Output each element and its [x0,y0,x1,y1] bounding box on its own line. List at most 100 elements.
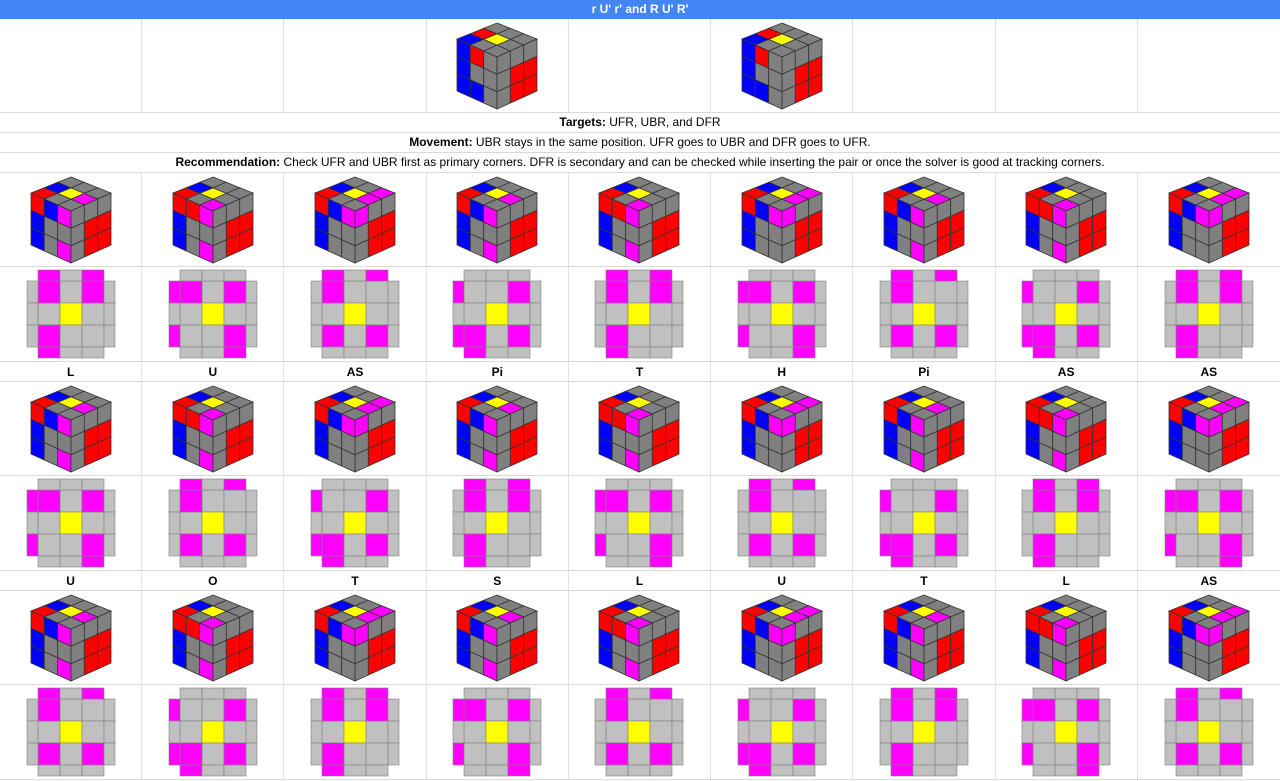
sticker [912,555,936,568]
sticker [201,346,225,359]
sticker [485,302,509,326]
sticker [1164,302,1177,326]
sticker [523,435,538,461]
sticker [168,489,181,513]
sticker [1076,533,1100,557]
sticker [37,698,60,722]
sticker [463,346,487,359]
sticker [1197,687,1221,700]
sticker [81,742,104,766]
sticker [179,533,203,557]
sticker [748,269,772,282]
sticker [650,720,673,744]
sticker [1197,489,1221,513]
sticker [81,533,104,557]
sticker [814,511,827,535]
case-top-view-cell [711,267,854,361]
cube-image [455,175,539,265]
sticker [81,764,104,777]
sticker [321,720,345,744]
sticker [59,346,82,359]
sticker [665,435,680,461]
sticker [381,644,396,670]
sticker [956,533,969,557]
sticker [792,742,816,766]
sticker [463,720,487,744]
sticker [665,226,680,252]
sticker [1098,489,1111,513]
sticker [956,720,969,744]
cube-image [597,593,681,683]
sticker [606,533,629,557]
sticker [1175,742,1199,766]
sticker [770,533,794,557]
sticker [890,269,914,282]
sticker [770,280,794,304]
sticker [595,511,607,535]
sticker [748,764,772,777]
top-view-image [450,267,544,361]
sticker [650,555,673,568]
cube-image [29,384,113,474]
sticker [387,302,400,326]
sheet-title-bar: r U' r' and R U' R' [0,0,1280,19]
case-label: L [0,362,143,381]
cube-image [313,593,397,683]
case-label: U [711,571,854,590]
case-top-view-cell [1138,685,1280,779]
sticker [1219,511,1243,535]
sticker [748,687,772,700]
sticker [103,720,115,744]
case-cube-cell [853,382,996,475]
sticker [912,698,936,722]
sticker [1164,533,1177,557]
sticker [365,511,389,535]
case-cube-cell [0,591,143,684]
sticker [1175,533,1199,557]
empty-cell [853,19,996,112]
sticker [808,226,823,252]
top-view-image [450,476,544,570]
sticker [201,489,225,513]
sticker [343,742,367,766]
sticker [37,720,60,744]
sticker [103,698,115,722]
case-top-view-row [0,476,1280,571]
empty-cell [996,19,1138,112]
sticker [606,346,629,359]
top-view-image [450,685,544,779]
sticker [529,533,542,557]
sticker [37,742,60,766]
top-view-image [592,267,686,361]
sticker [1032,687,1056,700]
sticker [912,742,936,766]
sticker [201,302,225,326]
sticker [890,533,914,557]
sticker [1021,489,1034,513]
top-view-image [24,685,118,779]
sticker [387,511,400,535]
sticker [770,324,794,348]
sticker [463,533,487,557]
case-cube-cell [142,173,285,266]
case-top-view-cell [569,476,712,570]
sticker [956,698,969,722]
sticker [59,698,82,722]
sticker [365,742,389,766]
sticker [343,511,367,535]
sticker [1197,324,1221,348]
sticker [59,533,82,557]
sticker [1197,533,1221,557]
case-label: H [711,362,854,381]
sticker [96,435,112,461]
sticker [1098,324,1111,348]
sticker [1175,698,1199,722]
sticker [507,346,531,359]
cube-image [882,175,966,265]
sticker [650,533,673,557]
case-cube-cell [427,591,569,684]
case-top-view-cell [569,267,712,361]
top-view-image [1162,476,1256,570]
top-view-image [1019,267,1113,361]
sticker [343,764,367,777]
